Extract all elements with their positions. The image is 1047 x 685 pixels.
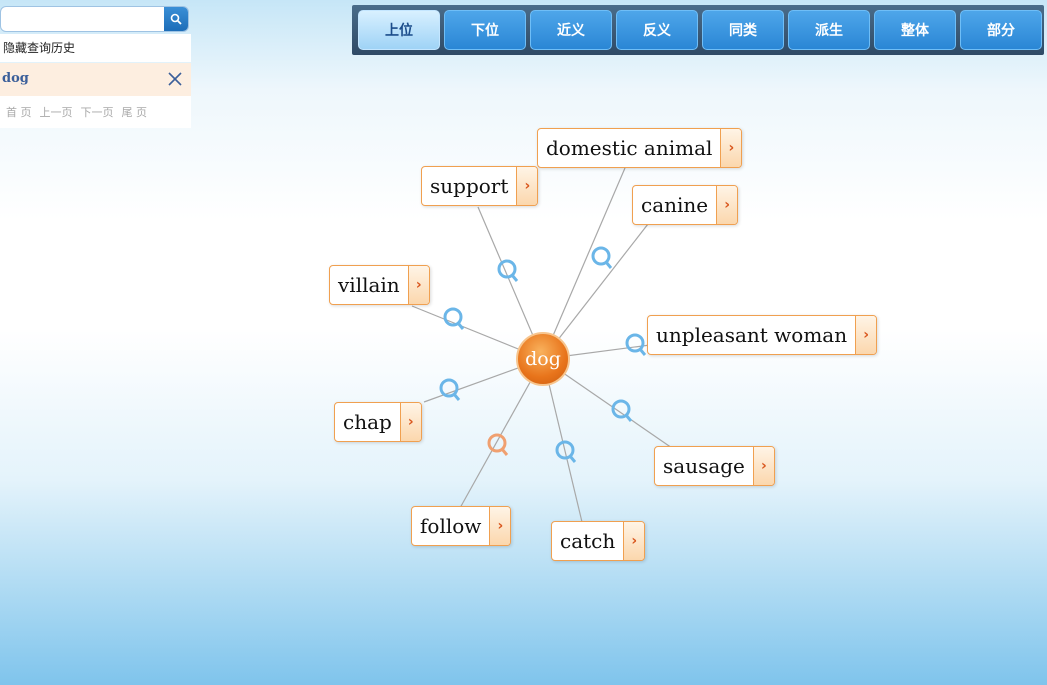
tab-holonym[interactable]: 整体 [874,10,956,50]
history-item-word[interactable]: dog [2,71,29,86]
pager: 首 页 上一页 下一页 尾 页 [0,96,191,128]
left-panel: 隐藏查询历史 dog 首 页 上一页 下一页 尾 页 [0,0,191,128]
node-catch[interactable]: catch › [551,521,646,561]
magnifier-icon[interactable] [495,258,521,284]
pager-first[interactable]: 首 页 [6,106,32,119]
node-unpleasant-woman[interactable]: unpleasant woman › [647,315,878,355]
node-label: follow [420,514,482,538]
tab-meronym[interactable]: 部分 [960,10,1042,50]
node-domestic-animal[interactable]: domestic animal › [537,128,743,168]
magnifier-icon[interactable] [589,245,615,271]
link-catch [542,358,583,523]
node-support[interactable]: support › [421,166,539,206]
node-label: canine [641,193,709,217]
magnifier-icon[interactable] [441,306,467,332]
history-item[interactable]: dog [0,63,191,96]
chevron-right-icon[interactable]: › [720,129,742,167]
tab-antonym[interactable]: 反义 [616,10,698,50]
tab-hypernym[interactable]: 上位 [358,10,440,50]
tab-coordinate[interactable]: 同类 [702,10,784,50]
chevron-right-icon[interactable]: › [623,522,645,560]
magnifier-icon[interactable] [553,439,579,465]
magnifier-icon[interactable] [437,377,463,403]
chevron-right-icon[interactable]: › [407,266,429,304]
node-label: villain [338,273,400,297]
search-button[interactable] [164,7,188,31]
node-label: unpleasant woman [656,323,848,347]
pager-prev[interactable]: 上一页 [39,106,73,119]
chevron-right-icon[interactable]: › [855,316,877,354]
chevron-right-icon[interactable]: › [752,447,774,485]
chevron-right-icon[interactable]: › [516,167,538,205]
node-follow[interactable]: follow › [411,506,512,546]
node-label: chap [343,410,392,434]
pager-last[interactable]: 尾 页 [121,106,148,119]
close-icon[interactable] [165,69,185,89]
node-chap[interactable]: chap › [334,402,422,442]
search-input[interactable] [5,9,159,31]
hide-history-link[interactable]: 隐藏查询历史 [0,34,191,62]
tab-hyponym[interactable]: 下位 [444,10,526,50]
link-domestic-animal [542,167,626,360]
chevron-right-icon[interactable]: › [399,403,421,441]
node-label: catch [560,529,616,553]
node-villain[interactable]: villain › [329,265,430,305]
chevron-right-icon[interactable]: › [489,507,511,545]
node-label: support [430,174,509,198]
node-canine[interactable]: canine › [632,185,739,225]
relation-tabbar: 上位 下位 近义 反义 同类 派生 整体 部分 [352,5,1044,55]
center-word-node[interactable]: dog [516,332,570,386]
node-sausage[interactable]: sausage › [654,446,775,486]
search-icon [170,13,182,25]
node-label: domestic animal [546,136,713,160]
link-canine [542,223,649,360]
node-label: sausage [663,454,745,478]
tab-derived[interactable]: 派生 [788,10,870,50]
tab-synonym[interactable]: 近义 [530,10,612,50]
pager-next[interactable]: 下一页 [80,106,114,119]
magnifier-icon[interactable] [623,332,649,358]
magnifier-icon[interactable] [609,398,635,424]
magnifier-icon[interactable] [485,432,511,458]
link-follow [459,358,544,509]
chevron-right-icon[interactable]: › [716,186,738,224]
search-box [0,6,189,32]
